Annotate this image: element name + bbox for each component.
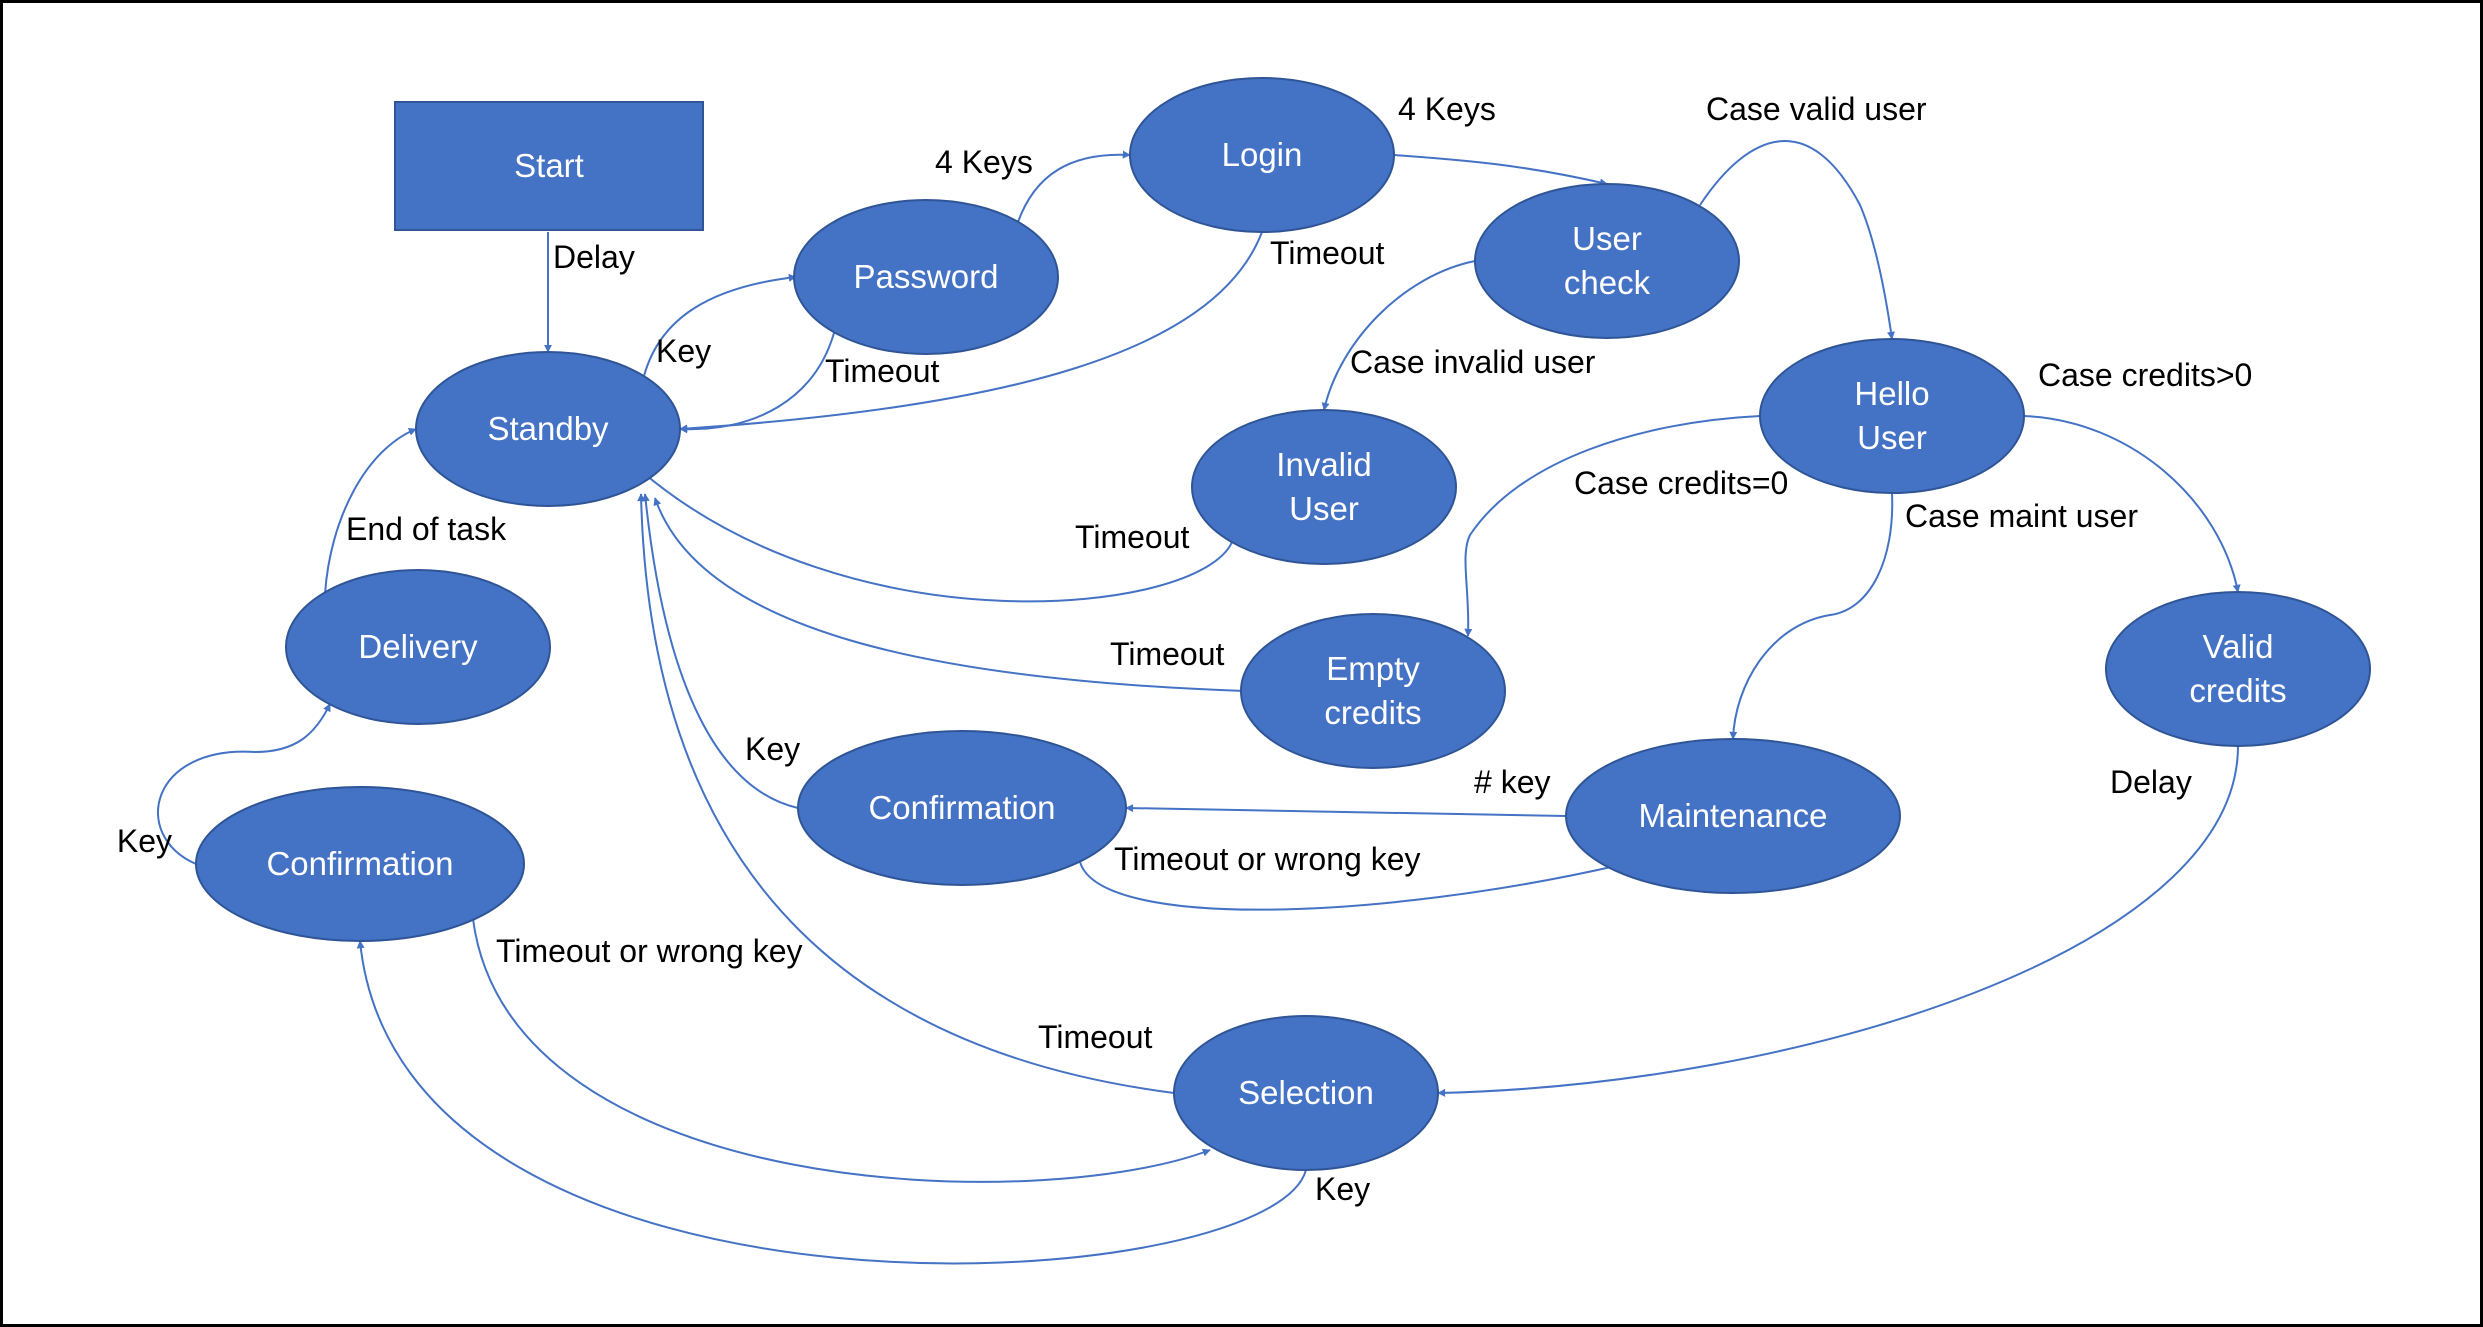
state-shape: [793, 199, 1059, 355]
edge-login-to-usercheck: [1393, 154, 1608, 187]
edge-label-timeout: Timeout: [1110, 636, 1225, 672]
edge-confirmation-mid-to-maintenance: [1079, 861, 1621, 911]
edge-maintenance-to-confirmation-mid: [1125, 804, 1567, 817]
state-confirmation-mid: Confirmation: [797, 730, 1127, 886]
state-start: Start: [394, 101, 704, 231]
edge-label-key: Key: [117, 823, 172, 859]
state-shape: [1759, 338, 2025, 494]
edge-label-timeout: Timeout: [825, 353, 940, 389]
edge-label-case-credits-0: Case credits=0: [1574, 465, 1788, 501]
edge-label-4-keys: 4 Keys: [1398, 91, 1496, 127]
edge-delivery-to-standby: [324, 428, 417, 595]
edge-label-case-invalid-user: Case invalid user: [1350, 344, 1596, 380]
state-label: Start: [514, 147, 584, 184]
edge-label-timeout: Timeout: [1038, 1019, 1153, 1055]
edge-emptycredits-to-standby: [653, 497, 1246, 692]
state-label: Confirmation: [868, 789, 1055, 826]
edge-label-4-keys: 4 Keys: [935, 144, 1033, 180]
state-usercheck: User check: [1474, 183, 1740, 339]
state-label-line: check: [1564, 264, 1651, 301]
state-label: Valid credits: [2189, 628, 2286, 709]
state-shape: [1474, 183, 1740, 339]
state-label: Empty credits: [1324, 650, 1421, 731]
state-delivery: Delivery: [285, 569, 551, 725]
state-label-line: credits: [1324, 694, 1421, 731]
state-shape: [1565, 738, 1901, 894]
state-label-line: Valid: [2203, 628, 2274, 665]
edge-label-key: Key: [656, 333, 711, 369]
state-label: Standby: [487, 410, 609, 447]
state-label: Login: [1222, 136, 1303, 173]
state-login: Login: [1129, 77, 1395, 233]
state-label: Selection: [1238, 1074, 1374, 1111]
edge-label-case-maint-user: Case maint user: [1905, 498, 2138, 534]
state-shape: [394, 101, 704, 231]
state-label: Delivery: [358, 628, 478, 665]
state-label: Password: [854, 258, 999, 295]
edge-login-to-standby: [679, 231, 1263, 433]
edge-invaliduser-to-standby: [639, 469, 1233, 603]
edge-validcredits-to-selection: [1437, 745, 2239, 1097]
state-selection: Selection: [1173, 1015, 1439, 1171]
state-shape: [797, 730, 1127, 886]
state-label-line: User: [1572, 220, 1642, 257]
state-shape: [2105, 591, 2371, 747]
state-shape: [1129, 77, 1395, 233]
state-label-line: User: [1857, 419, 1927, 456]
state-label-line: Hello: [1854, 375, 1929, 412]
edge-confirmation-left-to-delivery: [157, 703, 331, 865]
edge-hellouser-to-maintenance: [1729, 492, 1894, 740]
edge-confirmation-mid-to-standby: [641, 493, 799, 809]
state-label: Maintenance: [1639, 797, 1828, 834]
edge-usercheck-to-hellouser: [1699, 140, 1895, 340]
edge-hellouser-to-validcredits: [2023, 415, 2241, 593]
edge-selection-to-confirmation-left: [356, 940, 1307, 1265]
state-maintenance: Maintenance: [1565, 738, 1901, 894]
edge-selection-to-standby: [637, 493, 1175, 1094]
edge-label-key: Key: [1315, 1171, 1370, 1207]
state-label: Confirmation: [266, 845, 453, 882]
state-shape: [1173, 1015, 1439, 1171]
state-password: Password: [793, 199, 1059, 355]
state-label: User check: [1564, 220, 1651, 301]
state-emptycredits: Empty credits: [1240, 613, 1506, 769]
state-confirmation-left: Confirmation: [195, 786, 525, 942]
state-label-line: credits: [2189, 672, 2286, 709]
edge-label-timeout: Timeout: [1075, 519, 1190, 555]
state-label-line: User: [1289, 490, 1359, 527]
edge-password-to-login: [1017, 150, 1131, 223]
edge-standby-to-password: [643, 273, 797, 377]
state-shape: [195, 786, 525, 942]
edge-password-to-standby: [679, 332, 835, 434]
edge-label-key: # key: [1474, 764, 1550, 800]
edge-label-case-valid-user: Case valid user: [1706, 91, 1927, 127]
state-standby: Standby: [415, 351, 681, 507]
edge-label-delay: Delay: [553, 239, 635, 275]
edge-label-timeout: Timeout: [1270, 235, 1385, 271]
edge-label-case-credits-0: Case credits>0: [2038, 357, 2252, 393]
edge-label-timeout-or-wrong-key: Timeout or wrong key: [496, 933, 802, 969]
state-shape: [285, 569, 551, 725]
edge-label-key: Key: [745, 731, 800, 767]
state-label-line: Invalid: [1276, 446, 1371, 483]
edge-label-end-of-task: End of task: [346, 511, 507, 547]
state-shape: [1191, 409, 1457, 565]
edge-label-timeout-or-wrong-key: Timeout or wrong key: [1114, 841, 1420, 877]
edge-confirmation-left-to-selection: [472, 918, 1211, 1183]
edges-layer: [157, 140, 2241, 1265]
state-shape: [415, 351, 681, 507]
state-validcredits: Valid credits: [2105, 591, 2371, 747]
edge-label-delay: Delay: [2110, 764, 2192, 800]
state-shape: [1240, 613, 1506, 769]
state-label-line: Empty: [1326, 650, 1420, 687]
edge-usercheck-to-invaliduser: [1321, 260, 1476, 411]
edge-hellouser-to-emptycredits: [1464, 415, 1761, 637]
